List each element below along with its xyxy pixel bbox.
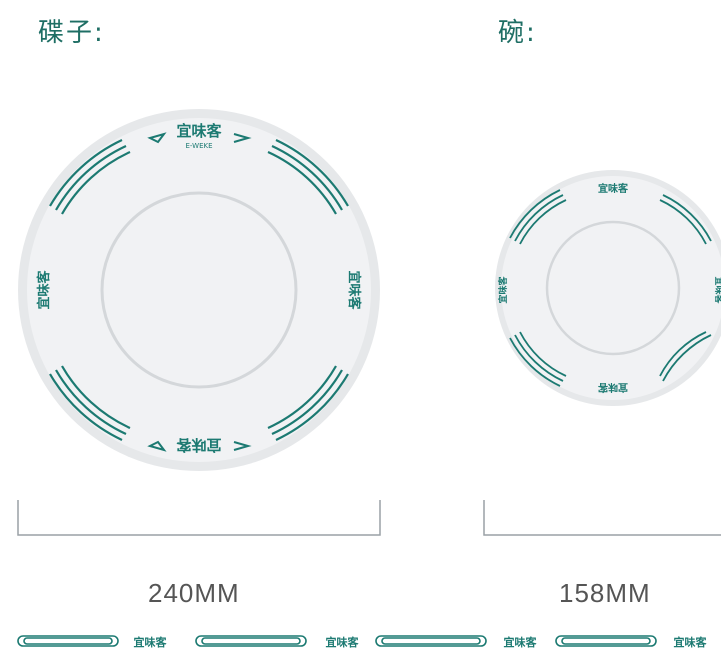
bowl-heading: 碗: [498,18,537,48]
plate-brand-top-sub: E-WEKE [185,142,212,150]
plate-illustration: 宜味客 E-WEKE 宜味客 宜味客 宜味客 [18,109,380,471]
plate-brand-right: 宜味客 [346,270,362,310]
strip-brand-4: 宜味客 [674,635,708,649]
bowl-brand-right: 宜味客 [713,276,721,304]
plate-dimension-bracket [17,500,381,536]
bowl-dimension-label: 158MM [559,578,651,608]
plate-brand-bottom: 宜味客 [176,436,222,454]
bowl-brand-bottom: 宜味客 [597,381,628,394]
plate-heading: 碟子: [38,18,105,48]
bowl-brand-top: 宜味客 [598,182,629,195]
strip-brand-3: 宜味客 [504,635,538,649]
plate-brand-left: 宜味客 [36,270,52,310]
bowl-dimension-bracket [483,500,721,536]
strip-brand-2: 宜味客 [326,635,360,649]
bowl-brand-left: 宜味客 [497,276,509,304]
plate-brand-top: 宜味客 [176,122,222,140]
brand-pattern-strip: 宜味客 宜味客 宜味客 宜味客 [14,631,721,651]
strip-brand-1: 宜味客 [134,635,168,649]
plate-dimension-label: 240MM [148,578,240,608]
bowl-illustration: 宜味客 宜味客 宜味客 宜味客 [495,170,721,406]
